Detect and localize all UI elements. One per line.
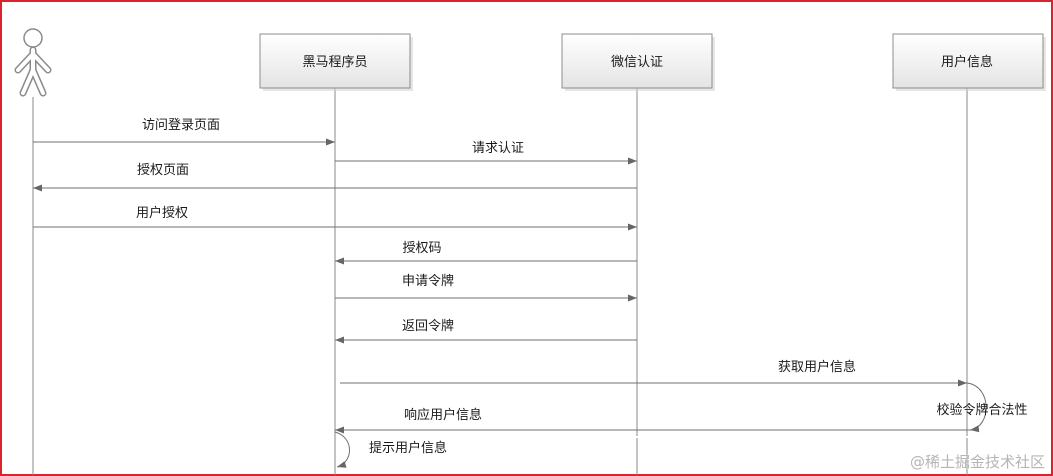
message-label: 访问登录页面 bbox=[142, 118, 220, 133]
message-label: 申请令牌 bbox=[402, 273, 454, 289]
message-label: 授权码 bbox=[402, 240, 441, 256]
message-label: 提示用户信息 bbox=[369, 440, 447, 456]
participant-userinfo: 用户信息 bbox=[892, 33, 1046, 91]
message-label: 授权页面 bbox=[137, 162, 189, 178]
participant-userinfo-label: 用户信息 bbox=[941, 54, 993, 70]
message-label: 响应用户信息 bbox=[404, 407, 482, 423]
participant-heima-label: 黑马程序员 bbox=[302, 55, 367, 70]
actor-icon bbox=[14, 28, 52, 97]
message-label: 获取用户信息 bbox=[778, 359, 856, 375]
message-label: 校验令牌合法性 bbox=[936, 402, 1027, 418]
participant-wechat: 微信认证 bbox=[561, 33, 715, 91]
message-label: 返回令牌 bbox=[402, 318, 454, 334]
participant-heima: 黑马程序员 bbox=[259, 33, 413, 91]
participant-wechat-label: 微信认证 bbox=[611, 55, 663, 70]
message-label: 请求认证 bbox=[472, 141, 524, 156]
watermark: @稀土掘金技术社区 bbox=[910, 453, 1045, 471]
self-message-arrow bbox=[966, 382, 987, 433]
self-message-arrow bbox=[334, 431, 350, 468]
message-label: 用户授权 bbox=[136, 205, 188, 221]
